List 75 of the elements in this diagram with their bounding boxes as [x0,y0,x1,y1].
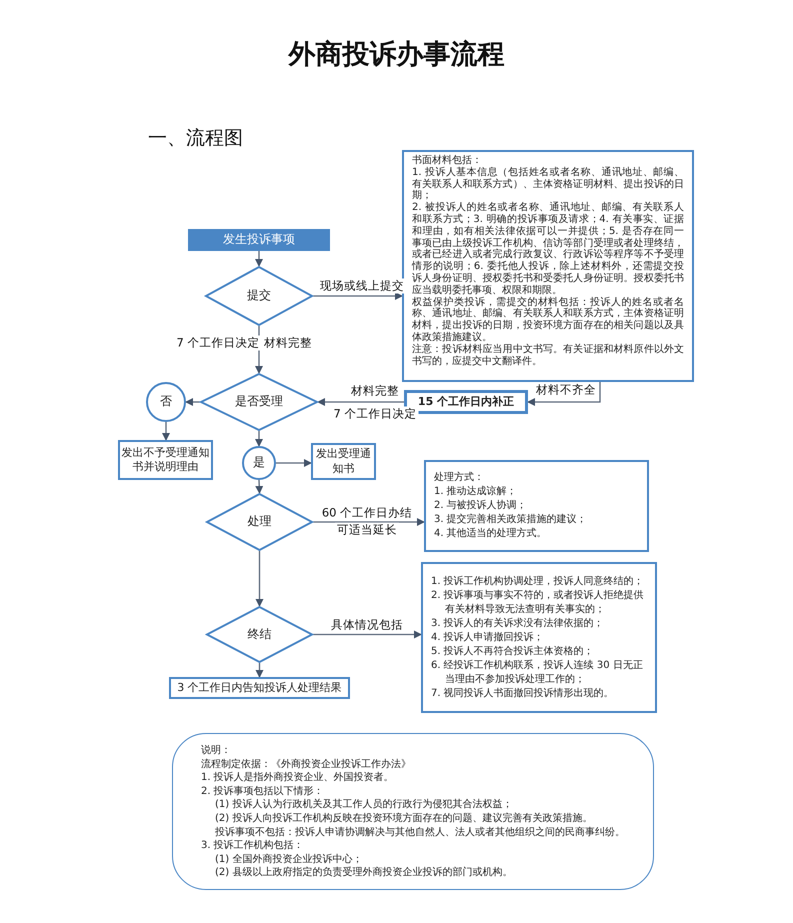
process-box [118,440,213,480]
note-box [424,460,649,552]
note-text: 2. 与被投诉人协调； [434,499,528,513]
note-text: 1. 投诉人基本信息（包括姓名或者名称、通讯地址、邮编、有关联系人和联系方式）、主体资格证明材料、提出投诉的日期； [412,166,684,202]
process-box [169,677,350,699]
note-text: (1) 全国外商投资企业投诉中心； [214,852,364,866]
node-label: 发生投诉事项 [223,232,295,248]
condition-label: 可适当延长 [335,522,399,538]
note-text: 流程制定依据：《外商投资企业投诉工作办法》 [201,758,412,772]
decision-diamond [206,606,313,663]
note-text: 注意：投诉材料应当用中文书写。有关证据和材料原件以外文书写的，应提交中文翻译件。 [412,344,684,368]
note-text: 2. 被投诉人的姓名或者名称、通讯地址、邮编、有关联系人和联系方式；3. 明确的投诉事项及请求；4. 有关事实、证据和理由，如有相关法律依据可以一并提供；5. 是否存在同一事项已由上级投诉工作机构、信访等部门受理或者处理终结，或者已经进入或者完成行政复议、行政诉讼等程序等不予受理情形的说明；6. 委托他人投诉，除上述材料外，还需提交投诉人身份证明、授权委托书和受委托人身份证明。授权委托书应当载明委托事项、权限和期限。 [412,202,684,296]
decision-diamond [206,493,313,551]
note-text: 3. 投诉工作机构包括： [201,839,305,853]
note-text: 6. 经投诉工作机构联系，投诉人连续 30 日无正当理由不参加投诉处理工作的； [431,658,644,686]
arrow [313,630,422,638]
arrow [276,459,312,467]
arrow [255,431,263,447]
node-label: 提交 [247,288,271,304]
node-label: 发出不予受理通知书并说明理由 [120,446,210,474]
edge-label: 现场或线上提交 [318,278,406,294]
decision-diamond [200,373,318,431]
note-text: 2. 投诉事项与事实不符的，或者投诉人拒绝提供有关材料导致无法查明有关事实的； [431,588,645,616]
arrow [162,422,170,441]
edge-label: 材料完整 [349,384,401,398]
note-text: 7. 视同投诉人书面撤回投诉情形出现的。 [431,686,615,700]
note-text: 2. 投诉事项包括以下情形： [201,784,325,798]
node-label: 发出受理通知书 [315,447,372,476]
note-text: 5. 投诉人不再符合投诉主体资格的； [431,644,595,658]
arrow [255,251,263,267]
note-box [402,150,694,382]
note-text: 4. 投诉人申请撤回投诉； [431,630,545,644]
node-label: 处理 [248,514,272,530]
note-text: (2) 投诉人向投诉工作机构反映在投资环境方面存在的问题、建议完善有关政策措施。 [214,812,594,826]
section-heading: 一、流程图 [148,126,243,151]
start-box [188,229,330,251]
note-text: 投诉事项不包括：投诉人申请协调解决与其他自然人、法人或者其他组织之间的民商事纠纷。 [214,826,625,840]
decision-diamond [205,266,313,326]
condition-label: 7 个工作日决定 [332,406,418,422]
edge-label: 材料完整 [262,336,314,350]
note-text: 说明： [201,744,232,758]
answer-circle [242,446,276,480]
note-box [421,562,657,713]
note-text: 1. 投诉工作机构协调处理，投诉人同意终结的； [431,574,645,588]
node-label: 15 个工作日内补正 [418,394,514,410]
node-label: 终结 [248,626,272,642]
note-text: 1. 投诉人是指外商投资企业、外国投资者。 [201,771,395,785]
arrow [317,398,404,406]
edge-label: 具体情况包括 [329,618,405,632]
note-text: (1) 投诉人认为行政机关及其工作人员的行政行为侵犯其合法权益； [214,798,514,812]
note-text: 3. 提交完善相关政策措施的建议； [434,513,588,527]
node-label: 3 个工作日内告知投诉人处理结果 [177,680,342,696]
answer-circle [146,382,186,422]
note-text: 处理方式： [434,471,485,485]
notes-panel [172,733,654,890]
note-text: (2) 县级以上政府指定的负责受理外商投资企业投诉的部门或机构。 [214,866,514,880]
page-title: 外商投诉办事流程 [287,38,506,72]
arrow [313,292,403,300]
arrow [185,398,200,406]
note-text: 书面材料包括： [412,155,483,166]
note-text: 1. 推动达成谅解； [434,485,518,499]
arrow [313,518,425,526]
arrow [527,382,601,406]
note-text: 3. 投诉人的有关诉求没有法律依据的； [431,616,605,630]
note-text: 权益保护类投诉，需提交的材料包括：投诉人的姓名或者名称、通讯地址、邮编、有关联系人和联系方式，主体资格证明材料，提出投诉的日期，投资环境方面存在的相关问题以及具体政策措施建议。 [412,296,684,344]
node-label: 否 [160,394,172,410]
edge-label: 材料不齐全 [534,382,598,398]
arrow [256,663,264,678]
node-label: 是 [253,455,265,471]
note-text: 4. 其他适当的处理方式。 [434,527,548,541]
arrow [256,551,264,607]
node-label: 是否受理 [235,394,283,410]
arrow [255,480,264,494]
edge-label: 60 个工作日办结 [320,506,414,520]
condition-label: 7 个工作日决定 [174,336,262,350]
